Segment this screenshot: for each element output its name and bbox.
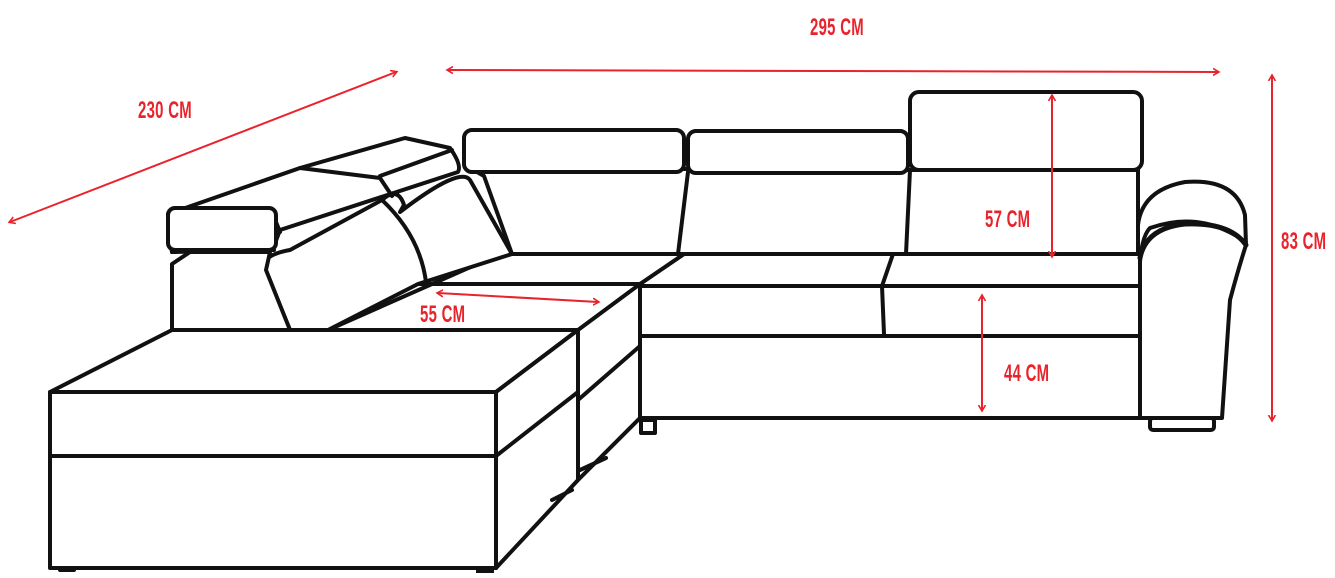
right-armrest [1136, 179, 1248, 420]
headrest [462, 128, 686, 174]
label-seat-depth: 55 CM [420, 301, 466, 328]
right-seat-base [638, 334, 1142, 420]
label-chaise-length: 230 CM [138, 97, 192, 124]
headrest [686, 129, 910, 175]
corner-backrest [261, 174, 514, 332]
chaise-headrest-pad [166, 206, 278, 252]
dimension-arrows [10, 70, 1272, 420]
arrow-total-width [448, 70, 1218, 72]
sofa-outline [48, 90, 1249, 574]
label-seat-height: 44 CM [1004, 360, 1050, 387]
label-total-width: 295 CM [810, 14, 864, 41]
foot [639, 418, 657, 435]
arrow-seat-depth [438, 293, 598, 302]
label-backrest-height: 57 CM [985, 206, 1031, 233]
chaise-side [494, 328, 580, 570]
arrow-chaise-length [10, 72, 396, 222]
label-total-height: 83 CM [1281, 228, 1327, 255]
right-backrest [468, 166, 912, 256]
chaise-front [48, 390, 498, 570]
headrest-raised [908, 90, 1144, 172]
chaise-top [48, 328, 580, 394]
